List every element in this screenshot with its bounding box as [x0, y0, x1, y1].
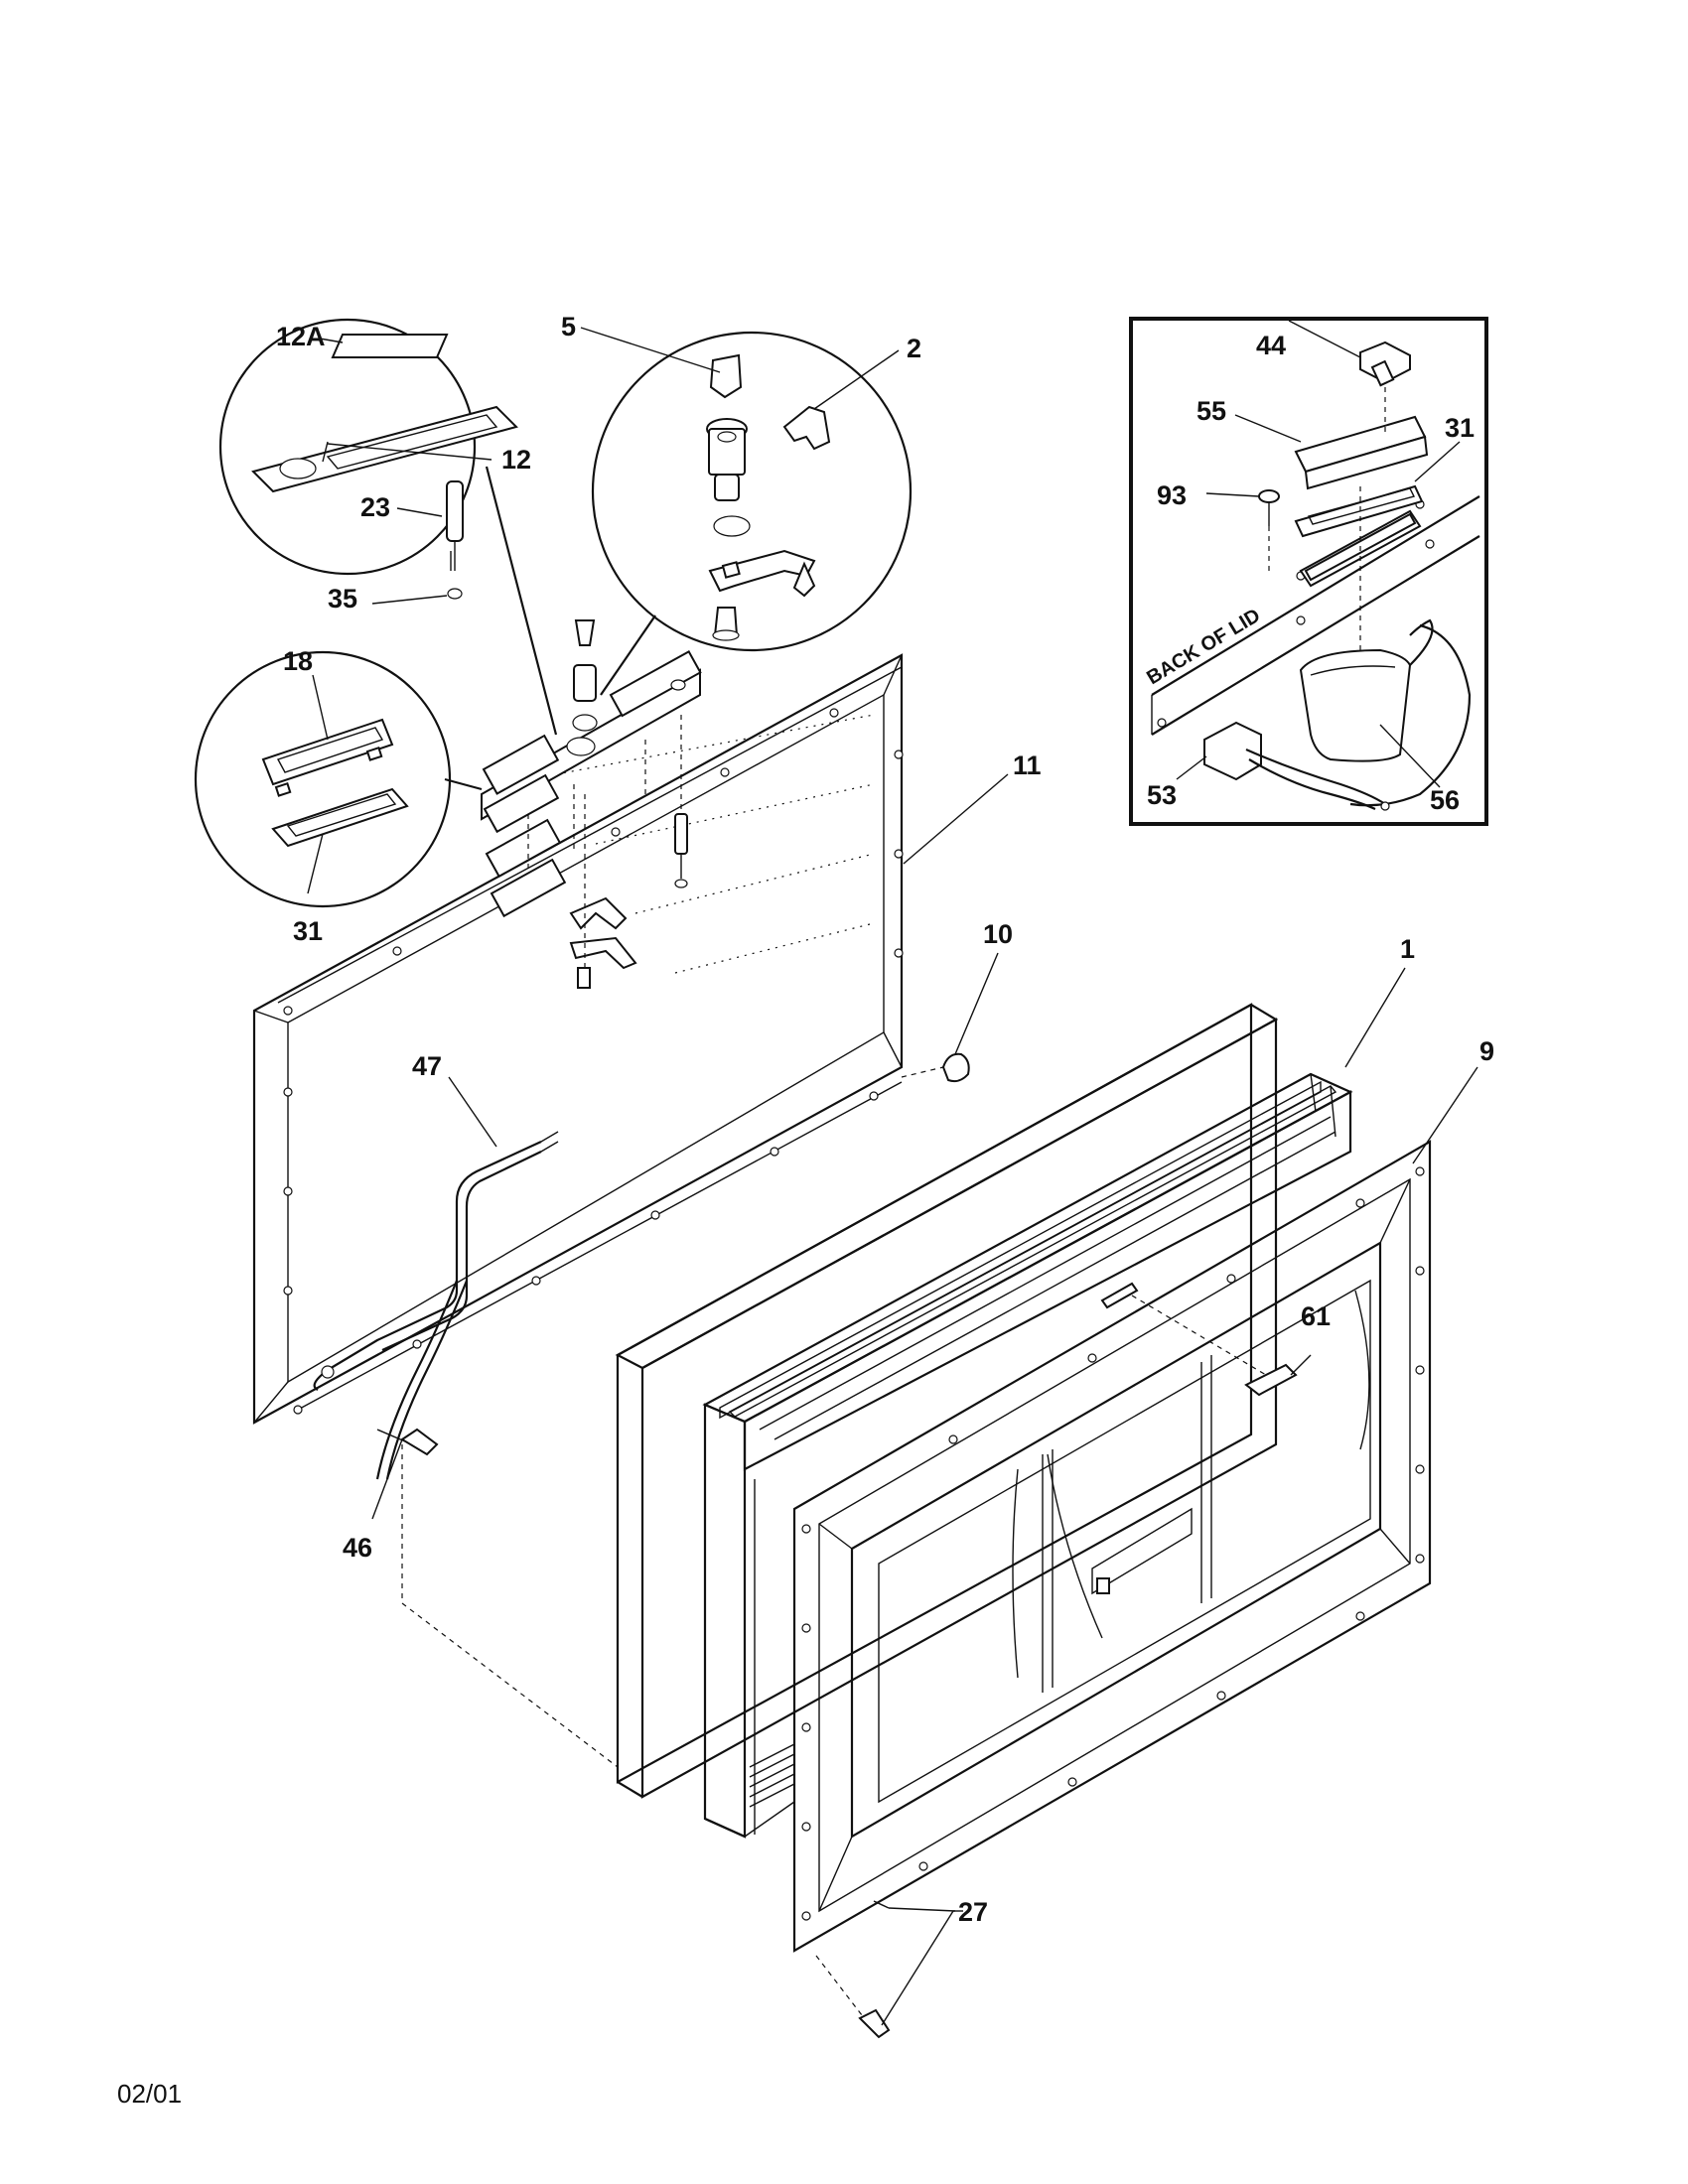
- lid-interior-dotted-lines: [555, 714, 875, 974]
- label-55: 55: [1196, 396, 1226, 426]
- label-47: 47: [412, 1051, 442, 1081]
- label-27: 27: [958, 1897, 988, 1927]
- callout-labels: 12A 12 23 35 5 2 18 31 11 10 1 9 47 46 6…: [276, 312, 1494, 1927]
- footer-date: 02/01: [117, 2079, 182, 2109]
- label-35: 35: [328, 584, 357, 614]
- lid-wire-harness: [313, 1131, 559, 1480]
- label-23: 23: [360, 492, 390, 522]
- label-5: 5: [561, 312, 576, 341]
- gasket-vents: [749, 1743, 795, 1808]
- label-9: 9: [1479, 1036, 1494, 1066]
- label-11: 11: [1013, 751, 1042, 780]
- inset-back-of-lid: [1129, 317, 1488, 826]
- detail-circle-handle: [194, 650, 483, 908]
- label-1: 1: [1400, 934, 1415, 964]
- outer-lid-panel: [792, 1140, 1432, 1953]
- label-93: 93: [1157, 480, 1187, 510]
- detail-circle-lock-cylinder: [591, 331, 913, 696]
- label-12A: 12A: [276, 322, 326, 351]
- label-53: 53: [1147, 780, 1177, 810]
- leader-lines: [307, 320, 1478, 2026]
- screw-46: [376, 1428, 439, 1456]
- label-44: 44: [1256, 331, 1286, 360]
- clip-61: [1244, 1363, 1298, 1397]
- lid-lock-assembly: [481, 619, 702, 989]
- label-31-inset: 31: [1445, 413, 1475, 443]
- outer-panel-screw-holes: [801, 1166, 1425, 1921]
- label-18: 18: [283, 646, 313, 676]
- gasket: [702, 1072, 1353, 1839]
- label-31-handle: 31: [293, 916, 323, 946]
- screw-27: [815, 1955, 891, 2039]
- label-12: 12: [501, 445, 531, 475]
- lid-liner: [401, 1003, 1279, 1799]
- bumper-10: [901, 1052, 970, 1083]
- label-56: 56: [1430, 785, 1460, 815]
- label-10: 10: [983, 919, 1013, 949]
- label-61: 61: [1301, 1301, 1331, 1331]
- detail-circle-latch-plate: [218, 318, 558, 736]
- lid-frame: [252, 653, 904, 1425]
- label-2: 2: [907, 334, 921, 363]
- label-46: 46: [343, 1533, 372, 1563]
